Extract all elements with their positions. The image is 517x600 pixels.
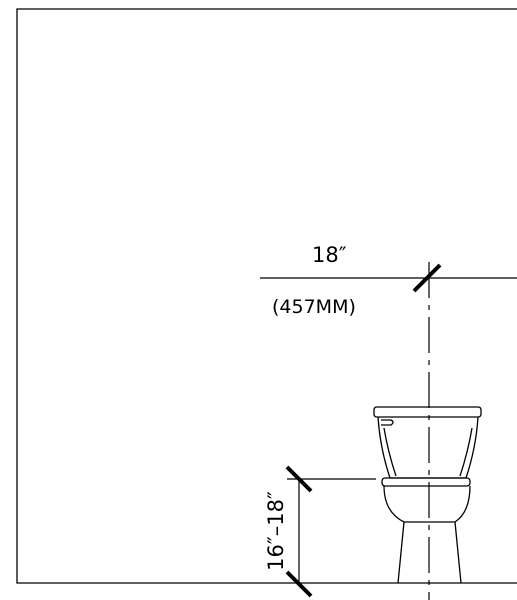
clearance-dimension: 18″ (457MM) — [260, 243, 517, 318]
tank-body — [377, 416, 479, 479]
tank-inner-line-right — [459, 427, 473, 477]
pedestal — [397, 521, 462, 584]
seat-height-dimension: 16″–18″ — [264, 465, 376, 598]
clearance-metric-label: (457MM) — [272, 296, 356, 318]
seat — [381, 477, 471, 487]
clearance-tick-mark — [412, 263, 442, 293]
seat-height-top-tick — [285, 465, 313, 493]
tank-inner-line — [383, 427, 397, 477]
seat-height-label: 16″–18″ — [264, 491, 288, 571]
bowl — [383, 485, 471, 523]
tank-lid — [373, 406, 482, 418]
toilet-elevation — [373, 406, 482, 584]
flush-handle — [381, 419, 394, 426]
wall-outline — [16, 8, 517, 584]
seat-height-bottom-tick — [285, 570, 313, 598]
clearance-imperial-label: 18″ — [312, 243, 347, 267]
